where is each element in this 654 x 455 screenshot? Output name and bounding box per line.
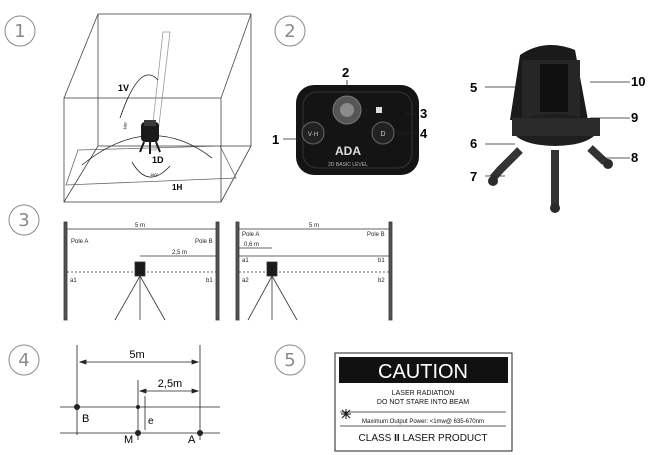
vh-button[interactable] bbox=[301, 121, 325, 145]
callout-8: 8 bbox=[631, 150, 638, 165]
brand-logo: ADA bbox=[335, 144, 361, 158]
callout-6: 6 bbox=[470, 136, 477, 151]
callout-5: 5 bbox=[470, 80, 477, 95]
label-1v: 1V bbox=[118, 83, 129, 93]
step-5-marker: 5 bbox=[274, 344, 306, 376]
svg-text:b1: b1 bbox=[206, 278, 213, 284]
svg-text:2: 2 bbox=[284, 21, 295, 42]
laser-device-small bbox=[139, 120, 161, 154]
label-5m: 5m bbox=[129, 349, 144, 361]
figure-4-point-layout bbox=[60, 345, 220, 440]
caution-power: Maximum Output Power: <1mw@ 635-670nm bbox=[362, 419, 484, 425]
step-3-marker: 3 bbox=[8, 204, 40, 236]
caution-label bbox=[334, 352, 513, 452]
step-1-marker: 1 bbox=[4, 15, 36, 47]
figure-3-right-setup bbox=[235, 221, 393, 321]
label-2-5m: 2,5m bbox=[158, 378, 182, 390]
callout-9: 9 bbox=[631, 110, 638, 125]
laser-device-photo bbox=[488, 45, 613, 213]
callout-1: 1 bbox=[272, 132, 279, 147]
figure-4-points bbox=[74, 404, 203, 436]
svg-text:a2: a2 bbox=[242, 278, 249, 284]
bubble-icon bbox=[340, 103, 354, 117]
step-4-marker: 4 bbox=[8, 344, 40, 376]
svg-text:Pole B: Pole B bbox=[195, 239, 213, 245]
caution-title: CAUTION bbox=[378, 361, 468, 383]
svg-text:a1: a1 bbox=[70, 278, 77, 284]
caution-class: CLASS II LASER PRODUCT bbox=[359, 433, 488, 444]
callout-2: 2 bbox=[342, 65, 349, 80]
figure-3-left-setup bbox=[63, 221, 220, 321]
step-2-marker: 2 bbox=[274, 15, 306, 47]
point-e-label: e bbox=[148, 416, 154, 427]
label-angle-h: 180° bbox=[150, 172, 159, 177]
control-panel-callouts bbox=[283, 80, 416, 140]
svg-text:a1: a1 bbox=[242, 258, 249, 264]
laser-photo-callouts bbox=[485, 81, 630, 177]
laser-starburst-icon bbox=[341, 409, 351, 419]
model-name: 2D BASIC LEVEL bbox=[328, 162, 368, 168]
label-angle-v: 180° bbox=[122, 121, 128, 130]
caution-line-2: DO NOT STARE INTO BEAM bbox=[377, 399, 469, 406]
point-m-label: M bbox=[124, 434, 133, 446]
svg-text:b1: b1 bbox=[378, 258, 385, 264]
svg-text:D: D bbox=[380, 131, 385, 138]
svg-text:Pole B: Pole B bbox=[367, 232, 385, 238]
svg-text:1: 1 bbox=[14, 21, 25, 42]
callout-10: 10 bbox=[631, 74, 645, 89]
svg-text:b2: b2 bbox=[378, 278, 385, 284]
svg-text:4: 4 bbox=[18, 350, 29, 371]
callout-7: 7 bbox=[470, 169, 477, 184]
svg-text:5 m: 5 m bbox=[135, 223, 145, 229]
figure-1-room-diagram bbox=[63, 13, 252, 203]
callout-4: 4 bbox=[420, 126, 428, 141]
svg-text:2,5 m: 2,5 m bbox=[172, 250, 187, 256]
caution-line-1: LASER RADIATION bbox=[392, 390, 455, 397]
led-indicator bbox=[376, 107, 382, 113]
point-a-label: A bbox=[188, 434, 196, 446]
d-button[interactable] bbox=[371, 121, 395, 145]
svg-text:3: 3 bbox=[18, 210, 29, 231]
svg-text:5 m: 5 m bbox=[309, 223, 319, 229]
svg-text:Pole A: Pole A bbox=[71, 239, 88, 245]
svg-text:V·H: V·H bbox=[308, 132, 318, 138]
svg-text:0,6 m: 0,6 m bbox=[244, 242, 259, 248]
svg-text:Pole A: Pole A bbox=[242, 232, 259, 238]
point-b-label: B bbox=[82, 413, 89, 425]
label-1h: 1H bbox=[172, 183, 182, 192]
label-1d: 1D bbox=[152, 155, 164, 165]
callout-3: 3 bbox=[420, 106, 427, 121]
svg-text:5: 5 bbox=[284, 350, 295, 371]
control-panel: V·H D ADA 2D BASIC LEVEL bbox=[296, 85, 419, 175]
